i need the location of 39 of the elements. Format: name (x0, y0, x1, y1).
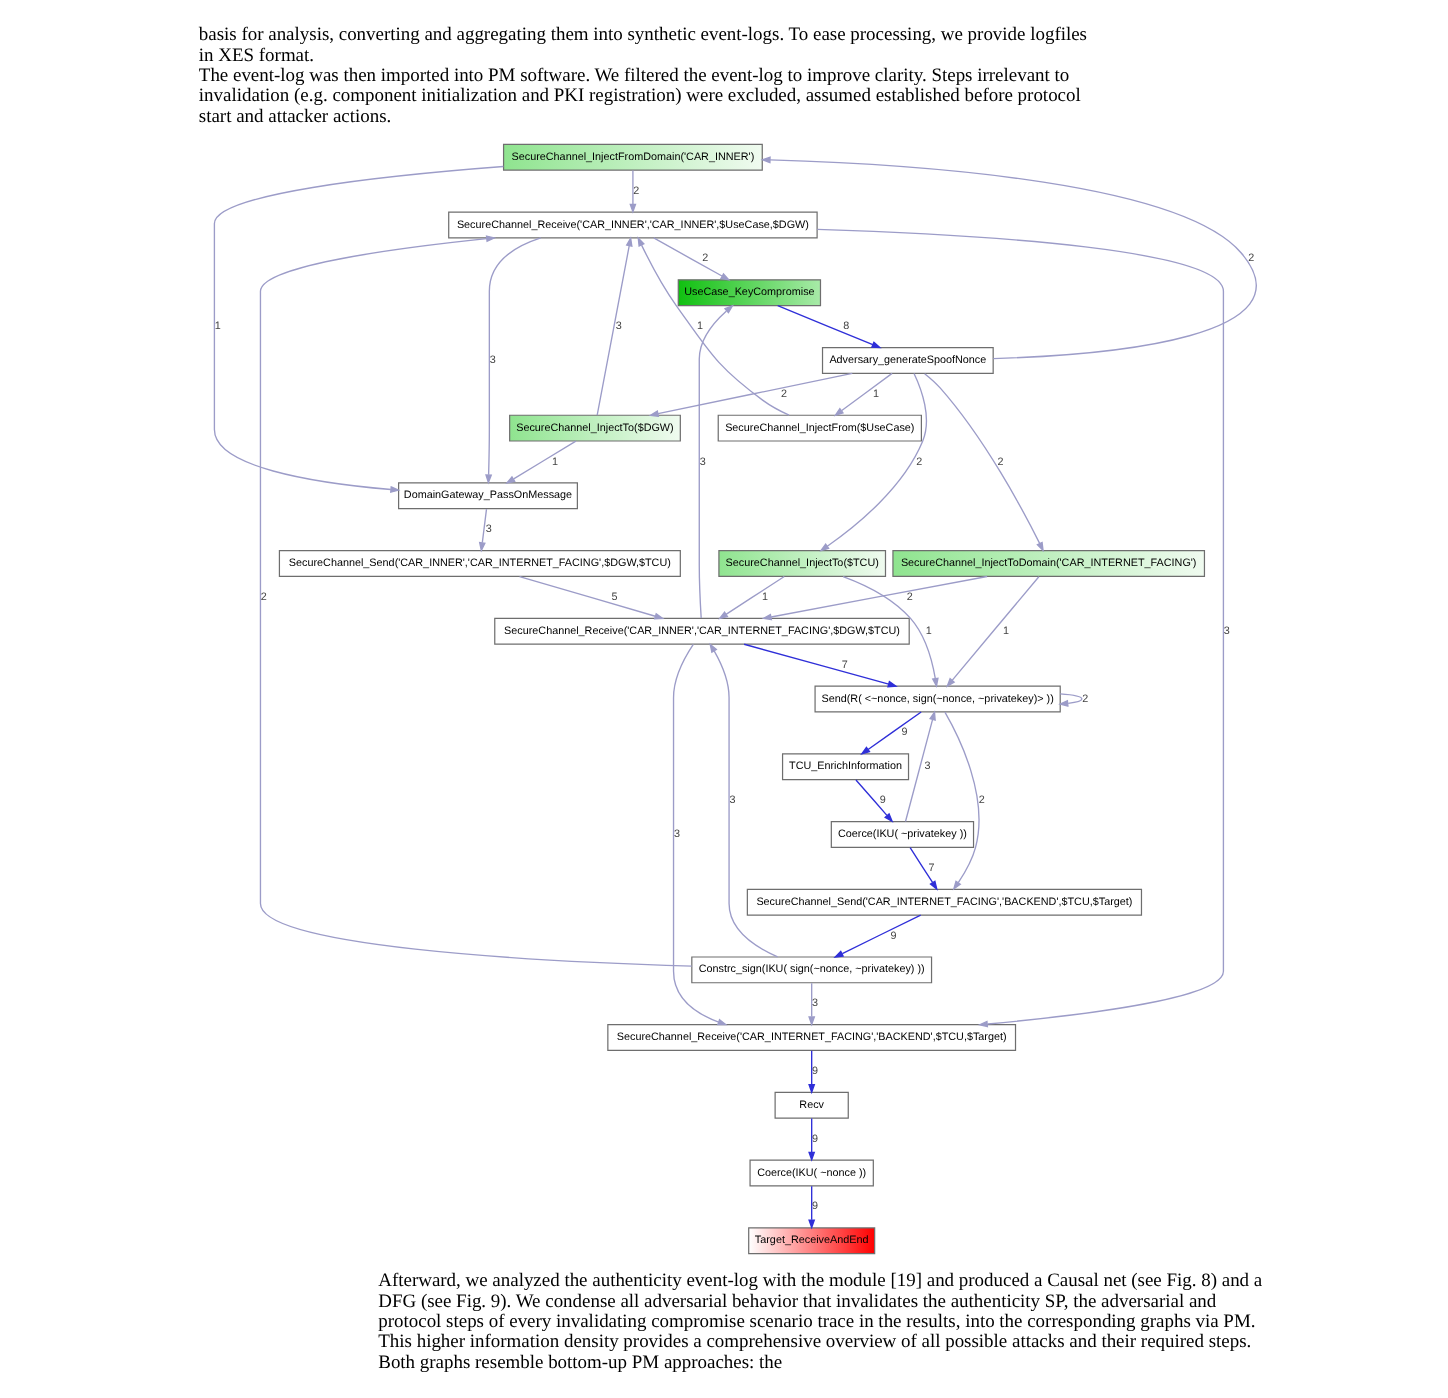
arrow (903, 710, 935, 823)
arrow (818, 372, 927, 552)
arrow (517, 575, 664, 620)
arrow (776, 305, 881, 349)
arrow (815, 228, 1224, 1028)
arrow (212, 165, 504, 494)
arrow (841, 575, 938, 689)
arrow (652, 237, 730, 281)
arrow (595, 236, 632, 416)
arrow (945, 576, 1039, 688)
arrow (504, 440, 576, 484)
arrow (922, 373, 1043, 553)
arrow (859, 711, 921, 755)
arrow (671, 643, 727, 1026)
arrow (807, 1185, 815, 1230)
arrow (742, 643, 897, 688)
label: basis for analysis, converting and aggregating them into synthetic event-logs. To ease processing, we provide logfiles in XES format. (197, 26, 1087, 67)
arrow (908, 847, 937, 891)
label: The event-log was then imported into PM software. We filtered the event-log to improve clarity. Steps irrelevant to invalidation (e.g. component initialization and PKI registration) were excluded, assumed established before protocol start and attacker actions. (197, 67, 1080, 128)
arrow (807, 1117, 815, 1162)
arrow (832, 372, 892, 417)
arrow (717, 575, 784, 620)
arrow (760, 575, 987, 621)
arrow (697, 304, 733, 619)
label: Afterward, we analyzed the authenticity event-log with the module [19] and produced a Causal net (see Fig. 8) and a DFG (see Fig. 9). We condense all adversarial behavior that invalidates the authenticity SP, the adversarial and protocol steps of every invalidating compromise scenario trace in the results, into the corresponding graphs via PM. This higher information density provides a comprehensive overview of all possible attacks and their required steps. Both graphs resemble bottom-up PM approaches: the (377, 1272, 1262, 1374)
arrow (636, 236, 789, 416)
arrow (258, 235, 692, 967)
arrow (807, 982, 815, 1027)
arrow (1057, 693, 1082, 707)
arrow (628, 169, 636, 214)
arrow (759, 156, 1256, 360)
arrow (807, 1050, 815, 1095)
arrow (832, 914, 921, 958)
arrow (854, 779, 893, 823)
arrow (708, 642, 778, 958)
arrow (484, 237, 541, 485)
arrow (647, 372, 852, 418)
arrow (943, 711, 979, 891)
arrow (477, 508, 487, 553)
